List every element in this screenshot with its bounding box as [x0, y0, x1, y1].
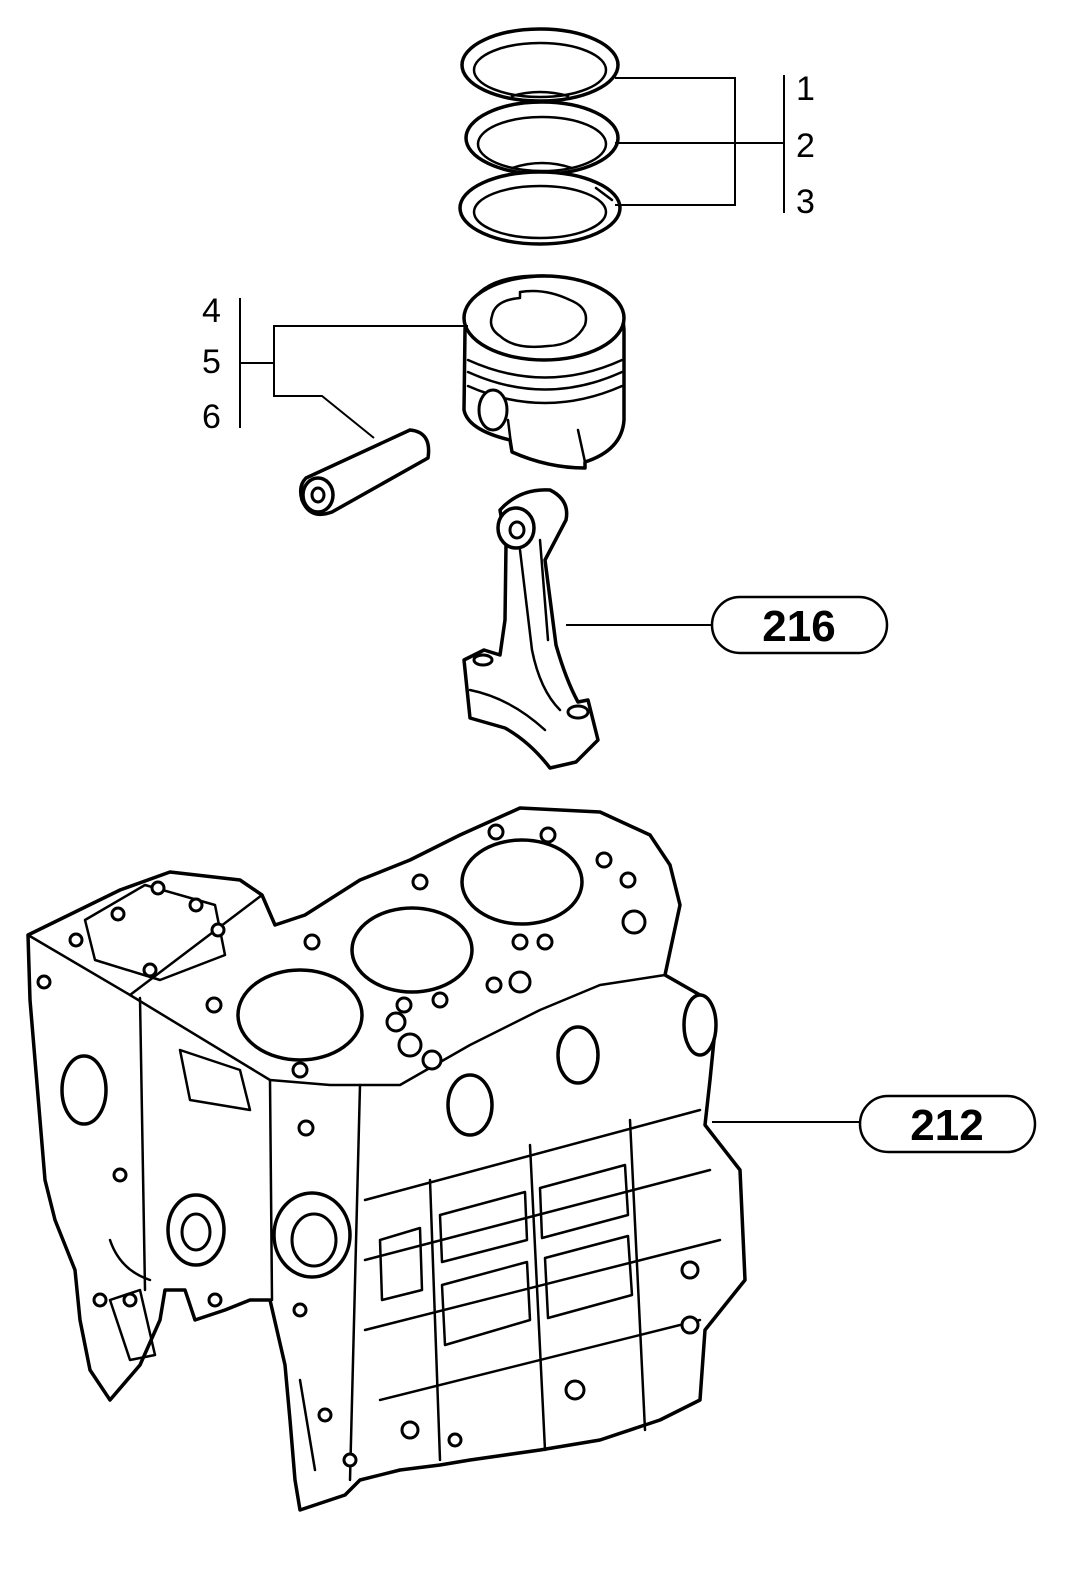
ref-label-212: 212	[910, 1101, 983, 1150]
piston-pin	[298, 428, 431, 516]
connecting-rod	[462, 488, 600, 770]
ref-label-216: 216	[762, 602, 835, 651]
callout-1: 1	[796, 70, 815, 108]
ref-badge-212[interactable]: 212	[858, 1094, 1037, 1154]
callout-5: 5	[202, 343, 221, 381]
callout-6: 6	[202, 398, 221, 436]
callout-4: 4	[202, 292, 221, 330]
callout-3: 3	[796, 183, 815, 221]
ring-leader-lines	[615, 75, 785, 213]
ref-badge-216[interactable]: 216	[710, 595, 889, 655]
cylinder-block	[26, 806, 747, 1512]
piston-ring-1	[460, 27, 620, 103]
piston-ring-2	[464, 100, 620, 176]
callout-2: 2	[796, 127, 815, 165]
piston-leader-lines	[239, 298, 468, 439]
piston	[462, 274, 626, 470]
piston-ring-3	[458, 170, 622, 246]
